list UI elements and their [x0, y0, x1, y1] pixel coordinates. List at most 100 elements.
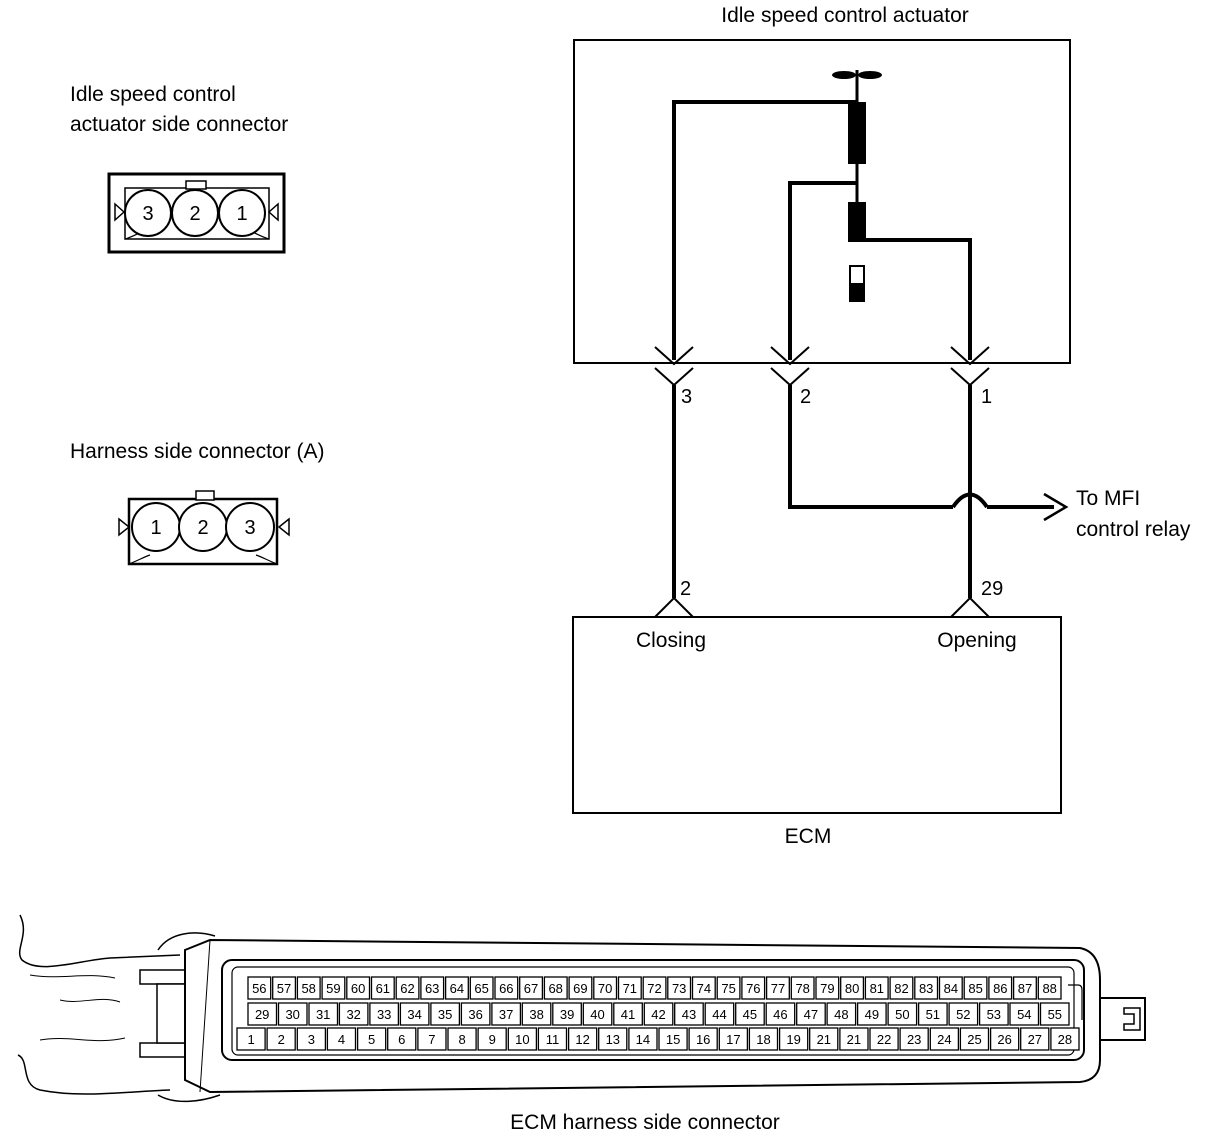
- terminal-label-2: 2: [800, 386, 811, 408]
- ecm-pin-cell: [691, 976, 716, 1000]
- ecm-pin-label: 53: [987, 1007, 1001, 1022]
- ecm-pin-label: 71: [623, 981, 637, 996]
- ecm-pin-cell: [1037, 976, 1062, 1000]
- ecm-pin-label: 35: [438, 1007, 452, 1022]
- ecm-pin-cell: [988, 976, 1013, 1000]
- ecm-pin-cell: [643, 1002, 674, 1026]
- ecm-opening-label: Opening: [937, 629, 1016, 652]
- ecm-pin-cell: [494, 976, 519, 1000]
- ecm-pin-label: 25: [967, 1032, 981, 1047]
- ecm-pin-label: 29: [255, 1007, 269, 1022]
- ecm-pin-label: 54: [1017, 1007, 1031, 1022]
- ecm-pin-cell: [308, 1002, 339, 1026]
- ecm-pin-cell: [613, 1002, 643, 1026]
- ecm-pin-label: 37: [499, 1007, 513, 1022]
- ecm-pin-cell: [277, 1002, 308, 1026]
- ecm-pin-cell: [887, 1002, 918, 1026]
- ecm-pin-cell: [617, 976, 642, 1000]
- ecm-pin-cell: [688, 1027, 718, 1051]
- ecm-pin-label: 73: [672, 981, 686, 996]
- ecm-pin-cell: [815, 976, 840, 1000]
- ecm-pin-label: 81: [870, 981, 884, 996]
- ecm-pin-cell: [420, 976, 445, 1000]
- ecm-pin-cell: [469, 976, 494, 1000]
- ecm-pin-label: 32: [346, 1007, 360, 1022]
- ecm-pin-cell: [1039, 1002, 1070, 1026]
- ecm-pin-cell: [840, 976, 865, 1000]
- ecm-pin-label: 19: [786, 1032, 800, 1047]
- ecm-pin-label: 3: [308, 1032, 315, 1047]
- ecm-pin-label: 12: [575, 1032, 589, 1047]
- harness-connector-title: Harness side connector (A): [70, 440, 324, 463]
- ecm-pin-label: 60: [351, 981, 365, 996]
- ecm-pin-cell: [989, 1027, 1020, 1051]
- ecm-connector-title: ECM harness side connector: [510, 1111, 780, 1134]
- ecm-pin-cell: [537, 1027, 568, 1051]
- ecm-pin-cell: [266, 1027, 296, 1051]
- ecm-pin-cell: [370, 976, 395, 1000]
- ecm-pin-label: 2: [278, 1032, 285, 1047]
- ecm-pin-cell: [796, 1002, 826, 1026]
- ecm-pin-label: 46: [773, 1007, 787, 1022]
- ecm-pin-label: 21: [847, 1032, 861, 1047]
- ecm-pin-cell: [369, 1002, 400, 1026]
- ecm-pin-cell: [948, 1002, 979, 1026]
- ecm-pin-label: 76: [746, 981, 760, 996]
- harness-wiring: [672, 385, 1054, 598]
- ecm-pin-label: 5: [368, 1032, 375, 1047]
- ecm-pin-cell: [582, 1002, 613, 1026]
- ecm-pin-label: 24: [937, 1032, 951, 1047]
- ecm-pin-cell: [1009, 1002, 1040, 1026]
- ecm-pin-cell: [447, 1027, 477, 1051]
- actuator-box: [573, 39, 1071, 364]
- ecm-pin-label: 13: [606, 1032, 620, 1047]
- ecm-pin-cell: [856, 1002, 887, 1026]
- ecm-pin-label: 4: [338, 1032, 345, 1047]
- relay-arrow-icon: [1043, 492, 1069, 522]
- ecm-pin-cell: [593, 976, 618, 1000]
- ecm-pin-label: 6: [398, 1032, 405, 1047]
- ecm-pin-cell: [658, 1027, 688, 1051]
- ecm-pin-label: 66: [499, 981, 513, 996]
- ecm-pin-cell: [507, 1027, 538, 1051]
- ecm-box: [572, 616, 1062, 814]
- ecm-pin-label: 21: [817, 1032, 831, 1047]
- ecm-pin-cell: [765, 976, 790, 1000]
- ecm-pin-cell: [460, 1002, 491, 1026]
- ecm-pin-cell: [765, 1002, 796, 1026]
- ecm-pin-cell: [826, 1002, 857, 1026]
- ecm-pin-cell: [869, 1027, 899, 1051]
- ecm-pin-label: 51: [926, 1007, 940, 1022]
- ecm-pin-label: 82: [894, 981, 908, 996]
- ecm-pin-cell: [395, 976, 420, 1000]
- ecm-pin-cell: [236, 1027, 266, 1051]
- ecm-pin-cell: [778, 1027, 809, 1051]
- ecm-pin-label: 80: [845, 981, 859, 996]
- ecm-pin-label: 87: [1018, 981, 1032, 996]
- ecm-pin-label: 33: [377, 1007, 391, 1022]
- ecm-pin-label: 75: [721, 981, 735, 996]
- ecm-pin-label: 84: [944, 981, 958, 996]
- ecm-pin-cell: [543, 976, 568, 1000]
- harness-connector-pin-3: 3: [244, 517, 255, 539]
- ecm-pin-label: 26: [997, 1032, 1011, 1047]
- ecm-pin-cell: [1020, 1027, 1050, 1051]
- ecm-closing-label: Closing: [636, 629, 706, 652]
- ecm-pin-label: 44: [712, 1007, 726, 1022]
- ecm-pin-cell: [978, 1002, 1009, 1026]
- ecm-pin-cell: [567, 1027, 598, 1051]
- ecm-pin-label: 39: [560, 1007, 574, 1022]
- ecm-pin-cell: [521, 1002, 552, 1026]
- ecm-pin-label: 59: [326, 981, 340, 996]
- ecm-pin-cell: [247, 1002, 278, 1026]
- ecm-pin-label: 64: [450, 981, 464, 996]
- ecm-pin-label: 10: [515, 1032, 529, 1047]
- ecm-pin-cell: [417, 1027, 447, 1051]
- ecm-pin-cell: [963, 976, 988, 1000]
- ecm-pin-cell: [326, 1027, 357, 1051]
- ecm-pin-label: 42: [651, 1007, 665, 1022]
- ecm-pin-label: 45: [743, 1007, 757, 1022]
- ecm-pin-label: 43: [682, 1007, 696, 1022]
- ecm-pin-label: 17: [726, 1032, 740, 1047]
